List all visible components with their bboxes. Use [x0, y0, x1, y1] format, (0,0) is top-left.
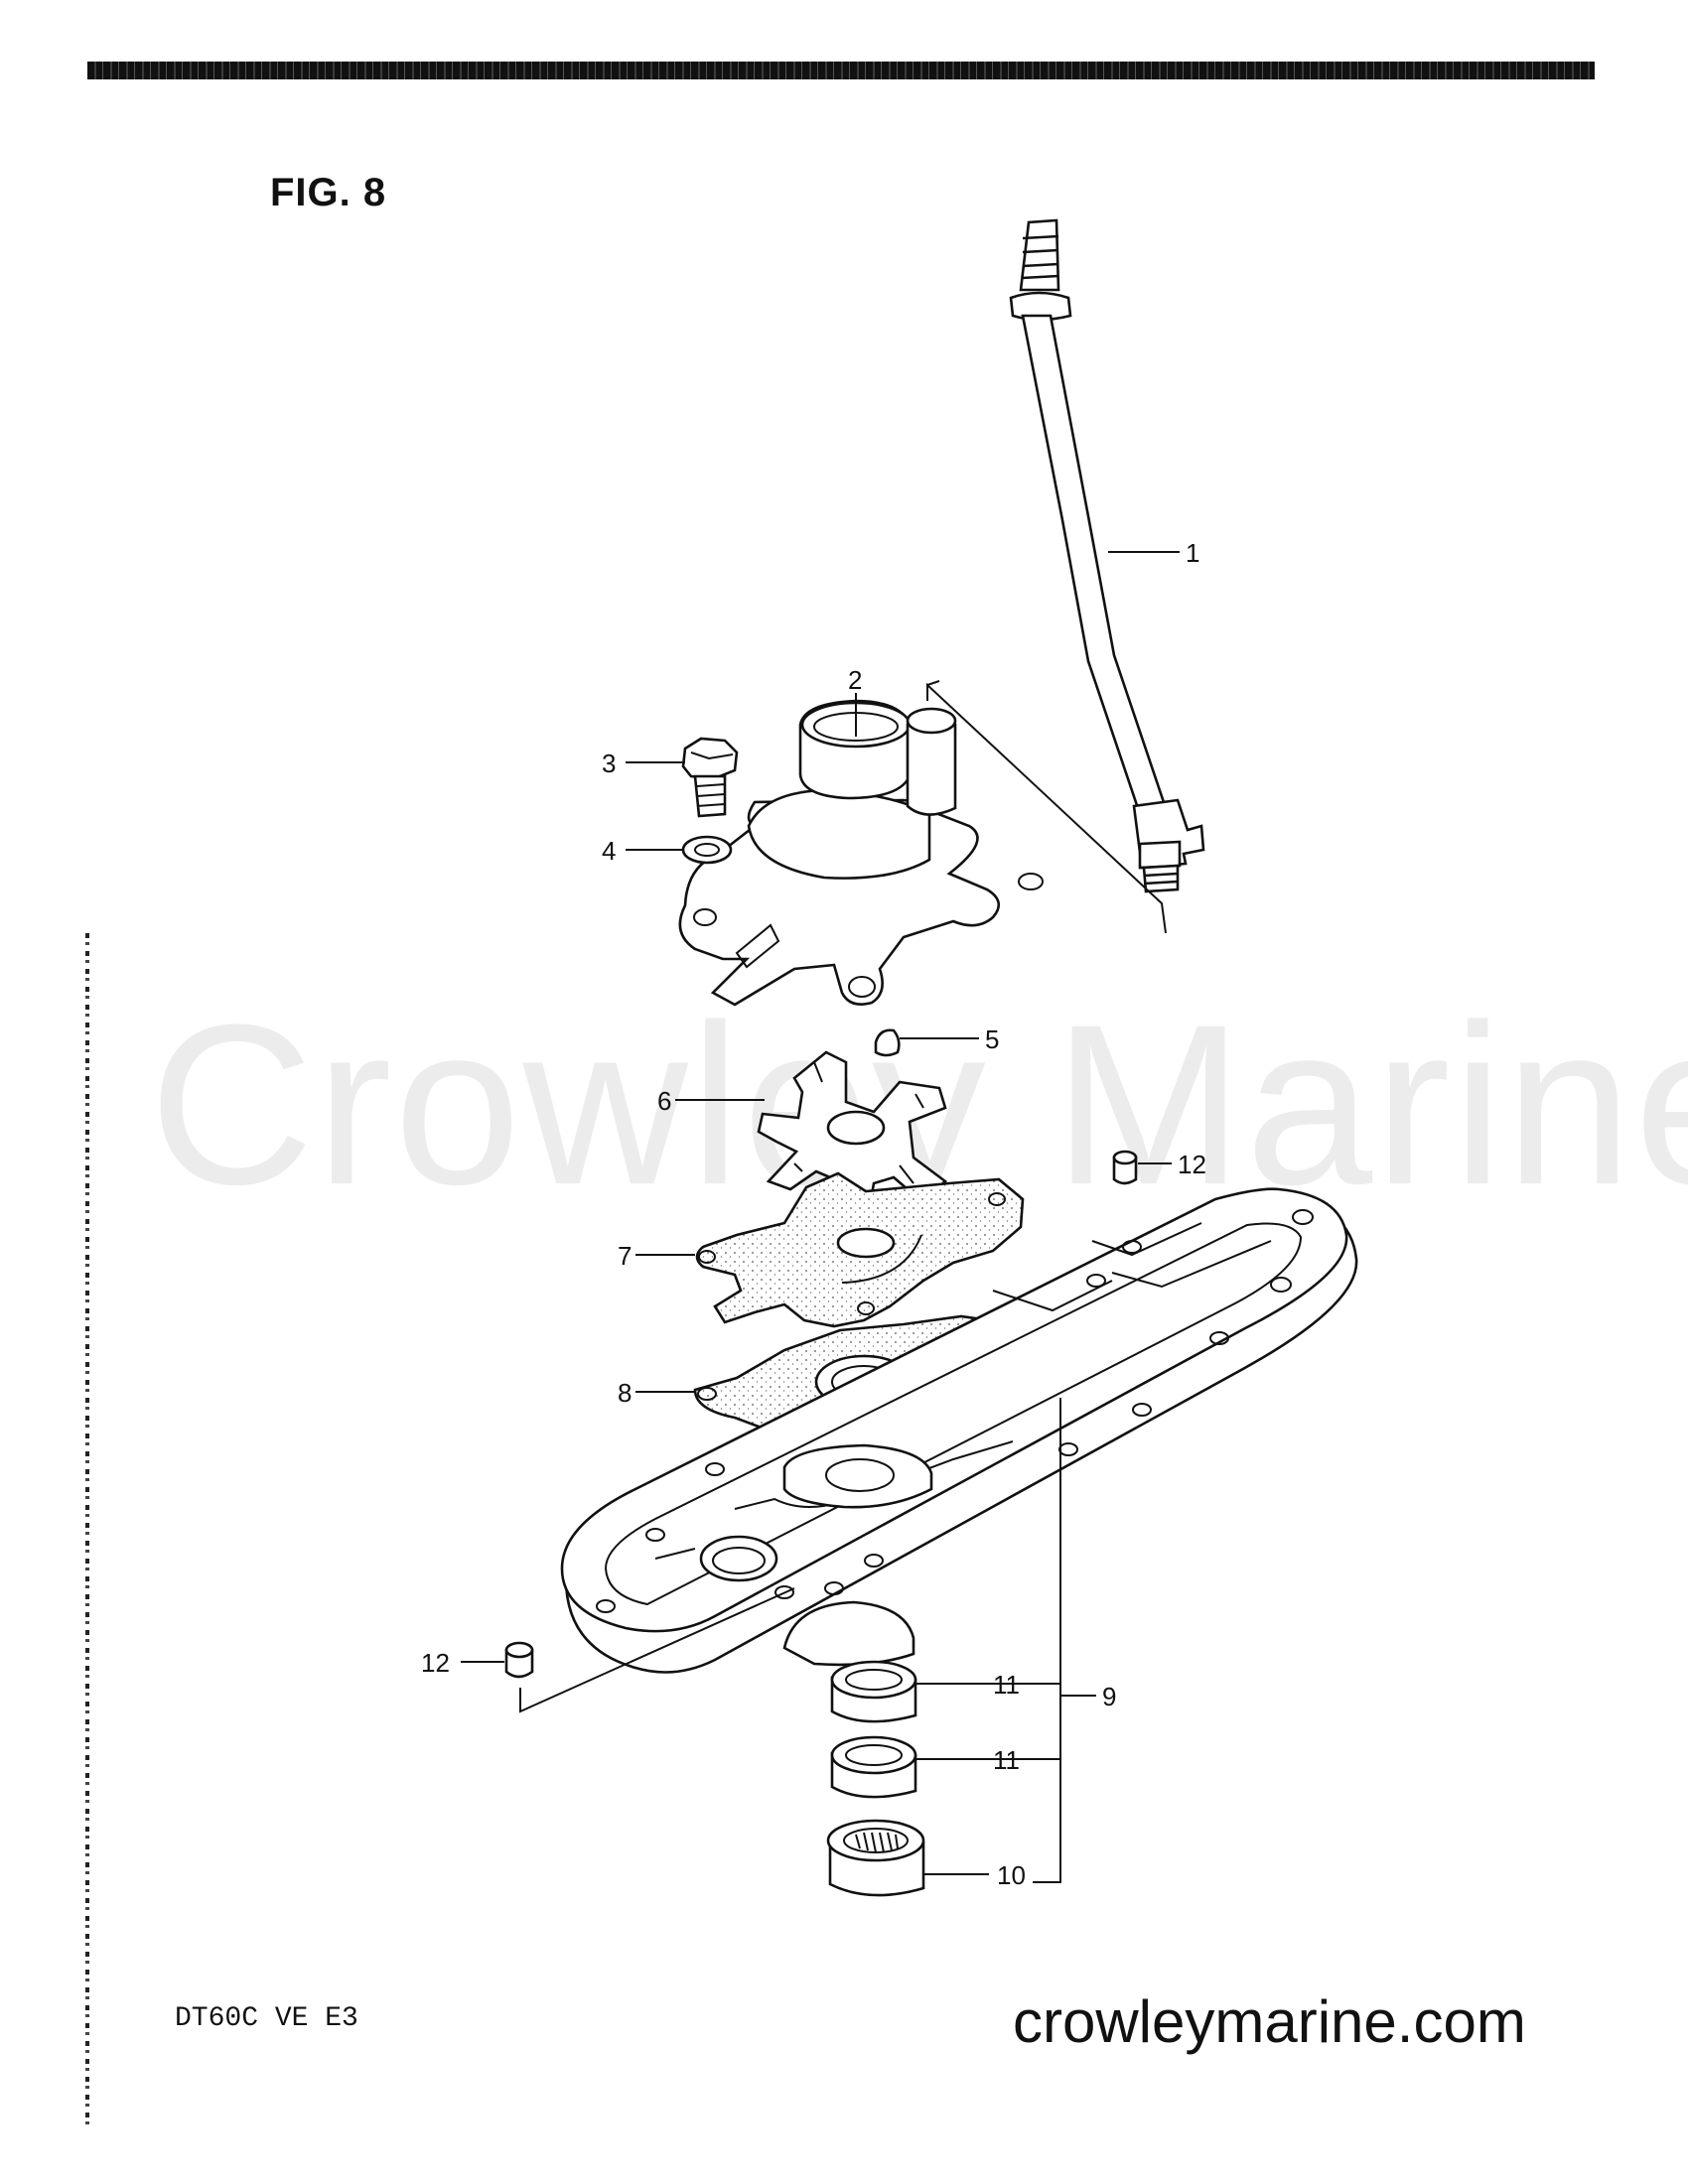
part-pump-case: [678, 680, 1167, 1007]
part-dowel-pin-lower: [504, 1587, 795, 1713]
top-scan-bar: [87, 62, 1595, 79]
callout-2: 2: [848, 665, 862, 695]
callout-8: 8: [618, 1378, 632, 1408]
callout-9: 9: [1102, 1682, 1116, 1711]
part-key: [874, 1028, 901, 1057]
part-impeller: [757, 1050, 948, 1219]
callout-6: 6: [657, 1086, 671, 1116]
callout-4: 4: [602, 836, 616, 866]
part-lower-plate-assembly: [560, 1187, 1358, 1674]
callout-numbers: 1 2 3 4 5 6 7 8 9 10 11 11 12 12: [421, 538, 1206, 1890]
part-water-tube: [1009, 218, 1205, 893]
callout-11-upper: 11: [993, 1670, 1020, 1700]
site-url: crowleymarine.com: [1013, 1988, 1526, 2055]
callout-5: 5: [985, 1024, 999, 1054]
callout-12-lower: 12: [421, 1648, 450, 1678]
callout-10: 10: [997, 1860, 1026, 1890]
left-scan-edge: [85, 933, 89, 2124]
part-oil-seal-lower: [830, 1735, 917, 1799]
callout-11-lower: 11: [993, 1745, 1020, 1775]
part-washer: [681, 835, 733, 865]
model-code: DT60C VE E3: [175, 2003, 358, 2034]
part-bolt: [681, 737, 739, 818]
part-dowel-pin-upper: [1112, 1150, 1138, 1185]
part-oil-seal-upper: [830, 1660, 917, 1723]
part-upper-plate: [695, 1171, 1025, 1328]
callout-3: 3: [602, 749, 616, 778]
figure-title: FIG. 8: [270, 171, 387, 214]
part-bearing: [826, 1819, 925, 1897]
callout-12-upper: 12: [1178, 1150, 1206, 1179]
callout-7: 7: [618, 1241, 632, 1271]
callout-1: 1: [1186, 538, 1199, 568]
leader-lines: [461, 551, 1180, 1883]
